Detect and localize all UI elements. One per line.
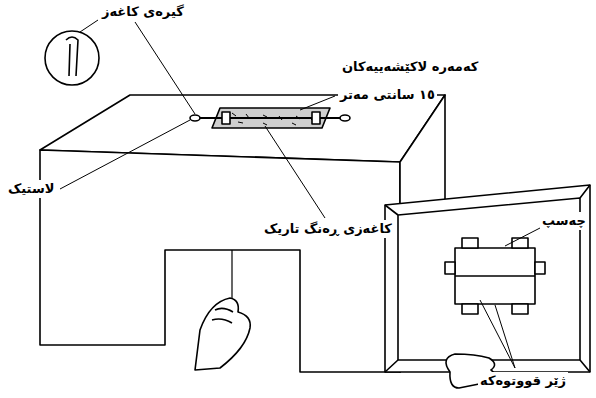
dark-paper-label: کاغەزی ڕەنگ تاریک <box>262 220 394 238</box>
tape-label: چەسپ <box>540 212 588 230</box>
box-bottom-label: ژێر قووتوەکە <box>478 372 568 390</box>
rubber-band-label: لاستیک <box>6 180 56 198</box>
paper-clip-label: گیرەی کاغەز <box>100 3 186 21</box>
frame-label: کەمەرە لاکێشەییەکان <box>340 58 480 76</box>
dimension-label: ١٥ سانتی مەتر <box>338 86 437 104</box>
